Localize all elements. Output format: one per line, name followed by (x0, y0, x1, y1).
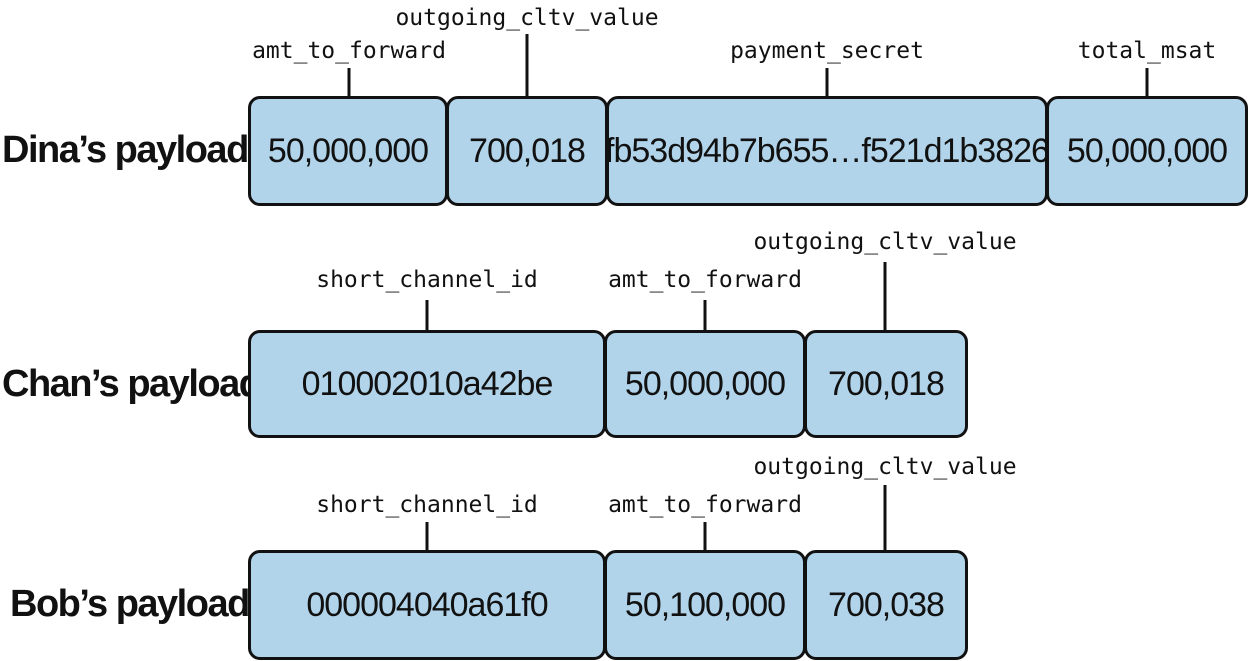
field-leader-line (703, 522, 707, 552)
field-name-short-channel-id: short_channel_id (316, 267, 538, 293)
field-leader-line (347, 68, 351, 98)
field-value: 700,018 (828, 364, 945, 403)
field-name-payment-secret: payment_secret (730, 38, 924, 64)
field-value: 700,018 (469, 131, 586, 170)
field-box-amt-to-forward: 50,000,000 (248, 96, 448, 206)
field-value: 50,000,000 (1066, 131, 1228, 170)
field-leader-line (703, 300, 707, 332)
field-name-amt-to-forward: amt_to_forward (608, 492, 802, 518)
field-box-outgoing-cltv-value: 700,018 (804, 330, 968, 438)
field-box-amt-to-forward: 50,100,000 (604, 550, 806, 660)
field-value: 50,000,000 (267, 131, 429, 170)
payload-label-chan: Chan’s payload: (2, 363, 273, 405)
payload-label-bob: Bob’s payload: (10, 583, 261, 625)
field-box-short-channel-id: 010002010a42be (248, 330, 606, 438)
field-name-amt-to-forward: amt_to_forward (608, 267, 802, 293)
field-box-amt-to-forward: 50,000,000 (604, 330, 806, 438)
payload-label-dina: Dina’s payload: (2, 129, 260, 171)
field-name-amt-to-forward: amt_to_forward (252, 38, 446, 64)
field-box-short-channel-id: 000004040a61f0 (248, 550, 606, 660)
field-leader-line (425, 522, 429, 552)
field-leader-line (825, 68, 829, 98)
field-name-short-channel-id: short_channel_id (316, 492, 538, 518)
field-value: 000004040a61f0 (306, 585, 548, 624)
field-box-payment-secret: fb53d94b7b655…f521d1b3826 (605, 96, 1050, 206)
field-leader-line (883, 485, 887, 552)
field-name-total-msat: total_msat (1077, 38, 1217, 64)
field-value: 50,100,000 (624, 585, 786, 624)
field-value: 50,000,000 (624, 364, 786, 403)
field-leader-line (1145, 68, 1149, 98)
field-leader-line (525, 34, 529, 98)
field-leader-line (425, 300, 429, 332)
field-box-total-msat: 50,000,000 (1046, 96, 1248, 206)
field-box-outgoing-cltv-value: 700,038 (804, 550, 968, 660)
field-name-outgoing-cltv-value: outgoing_cltv_value (395, 5, 659, 31)
field-name-outgoing-cltv-value: outgoing_cltv_value (753, 229, 1017, 255)
field-leader-line (883, 262, 887, 332)
field-value: 700,038 (828, 585, 945, 624)
field-name-outgoing-cltv-value: outgoing_cltv_value (753, 454, 1017, 480)
field-value: 010002010a42be (301, 364, 554, 403)
field-box-outgoing-cltv-value: 700,018 (446, 96, 608, 206)
field-value: fb53d94b7b655…f521d1b3826 (605, 131, 1050, 170)
